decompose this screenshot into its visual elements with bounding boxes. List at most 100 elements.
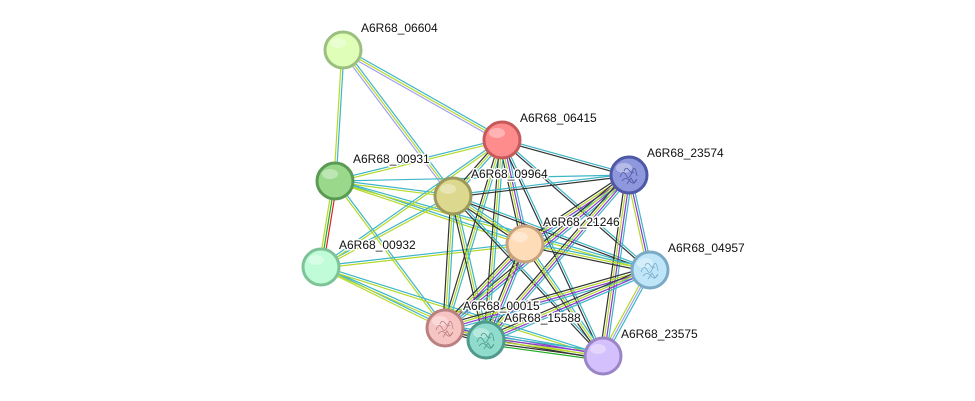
edge-line-database bbox=[526, 242, 606, 356]
edge-line-database bbox=[487, 272, 652, 344]
node-circle[interactable] bbox=[433, 176, 473, 216]
edge-line-experiments bbox=[486, 270, 651, 342]
nodes-layer: A6R68_06604A6R68_06415A6R68_00931A6R68_0… bbox=[301, 20, 747, 376]
node-A6R68_21246[interactable]: A6R68_21246 bbox=[505, 214, 622, 264]
node-A6R68_23574[interactable]: A6R68_23574 bbox=[609, 145, 726, 195]
edge-A6R68_00932-A6R68_09964 bbox=[320, 194, 454, 269]
node-A6R68_06415[interactable]: A6R68_06415 bbox=[482, 110, 599, 160]
protein-structure-icon bbox=[476, 332, 495, 350]
node-highlight bbox=[489, 128, 505, 138]
node-circle[interactable] bbox=[425, 308, 465, 348]
edge-line-database bbox=[321, 265, 604, 356]
node-circle[interactable] bbox=[609, 155, 649, 195]
node-circle[interactable] bbox=[301, 247, 341, 287]
node-A6R68_09964[interactable]: A6R68_09964 bbox=[433, 166, 550, 216]
node-circle[interactable] bbox=[323, 30, 363, 70]
node-label: A6R68_00932 bbox=[339, 238, 416, 252]
node-A6R68_06604[interactable]: A6R68_06604 bbox=[323, 20, 440, 70]
node-highlight bbox=[473, 328, 489, 338]
edge-line-database bbox=[320, 138, 502, 267]
edge-line-database bbox=[335, 179, 454, 196]
edge-line-homology bbox=[340, 50, 452, 198]
protein-structure-icon bbox=[619, 167, 638, 185]
edge-line-homology bbox=[341, 51, 502, 143]
node-circle[interactable] bbox=[583, 336, 623, 376]
edge-A6R68_21246-A6R68_04957 bbox=[524, 241, 651, 273]
edge-A6R68_04957-A6R68_00015 bbox=[443, 266, 652, 332]
edge-line-database bbox=[335, 50, 345, 182]
node-A6R68_00932[interactable]: A6R68_00932 bbox=[301, 237, 418, 287]
edge-A6R68_00931-A6R68_06415 bbox=[334, 138, 503, 183]
edge-line-database bbox=[453, 194, 605, 356]
edge-line-textmining bbox=[524, 243, 604, 357]
node-label: A6R68_06604 bbox=[361, 21, 438, 35]
edge-line-textmining bbox=[342, 49, 454, 197]
node-A6R68_04957[interactable]: A6R68_04957 bbox=[630, 240, 747, 290]
edges-layer bbox=[318, 47, 653, 361]
edge-line-coexpression bbox=[442, 241, 524, 327]
edge-line-database bbox=[334, 138, 502, 181]
edge-line-textmining bbox=[524, 243, 651, 271]
edge-line-database bbox=[343, 47, 504, 139]
edge-line-database bbox=[488, 176, 632, 343]
edge-line-coexpression bbox=[522, 171, 628, 242]
node-circle[interactable] bbox=[505, 224, 545, 264]
edge-A6R68_09964-A6R68_23574 bbox=[452, 173, 630, 198]
edge-line-textmining bbox=[335, 140, 503, 183]
protein-structure-icon bbox=[435, 320, 454, 338]
node-A6R68_00015[interactable]: A6R68_00015 bbox=[425, 298, 542, 348]
node-A6R68_00931[interactable]: A6R68_00931 bbox=[315, 151, 432, 201]
node-highlight bbox=[590, 344, 606, 354]
node-label: A6R68_00931 bbox=[353, 152, 430, 166]
edge-line-coexpression bbox=[522, 244, 602, 358]
node-circle[interactable] bbox=[630, 250, 670, 290]
edge-A6R68_04957-A6R68_15588 bbox=[484, 266, 652, 344]
node-label: A6R68_23574 bbox=[647, 146, 724, 160]
edge-line-database bbox=[452, 173, 629, 196]
node-highlight bbox=[637, 258, 653, 268]
node-A6R68_23575[interactable]: A6R68_23575 bbox=[583, 326, 700, 376]
edge-line-textmining bbox=[484, 173, 629, 340]
edge-A6R68_09964-A6R68_04957 bbox=[452, 194, 651, 272]
node-highlight bbox=[308, 255, 324, 265]
node-label: A6R68_06415 bbox=[520, 111, 597, 125]
edge-line-database bbox=[335, 179, 526, 244]
edge-line-coexpression bbox=[483, 172, 627, 339]
edge-line-database bbox=[446, 245, 528, 331]
edge-line-coexpression bbox=[500, 140, 650, 272]
edge-A6R68_06604-A6R68_09964 bbox=[340, 48, 456, 198]
edge-line-textmining bbox=[333, 181, 445, 330]
edge-A6R68_06415-A6R68_04957 bbox=[500, 138, 652, 272]
node-highlight bbox=[616, 163, 632, 173]
edge-line-database bbox=[321, 265, 446, 328]
edge-A6R68_06604-A6R68_00931 bbox=[333, 49, 345, 182]
edge-line-textmining bbox=[321, 196, 454, 269]
edge-line-neighborhood bbox=[485, 343, 603, 361]
edge-A6R68_09964-A6R68_15588 bbox=[450, 195, 489, 341]
edge-line-experiments bbox=[486, 337, 604, 355]
edge-line-coexpression bbox=[524, 245, 650, 273]
node-highlight bbox=[322, 169, 338, 179]
node-highlight bbox=[330, 38, 346, 48]
edge-A6R68_00931-A6R68_21246 bbox=[334, 179, 526, 246]
node-circle[interactable] bbox=[482, 120, 522, 160]
edge-line-coexpression bbox=[501, 140, 629, 177]
edge-A6R68_09964-A6R68_00015 bbox=[442, 195, 456, 329]
node-circle[interactable] bbox=[315, 161, 355, 201]
edge-line-textmining bbox=[444, 268, 650, 328]
edge-line-coexpression bbox=[500, 140, 603, 357]
node-label: A6R68_21246 bbox=[543, 215, 620, 229]
edge-line-database bbox=[486, 335, 604, 353]
edge-line-coexpression bbox=[450, 196, 485, 341]
edge-line-database bbox=[446, 140, 505, 329]
node-A6R68_15588[interactable]: A6R68_15588 bbox=[466, 310, 583, 360]
edge-line-textmining bbox=[334, 181, 525, 246]
edge-line-database bbox=[446, 196, 456, 329]
edge-A6R68_00931-A6R68_09964 bbox=[334, 179, 454, 198]
node-highlight bbox=[512, 232, 528, 242]
edge-line-database bbox=[335, 179, 447, 328]
edge-line-textmining bbox=[342, 49, 503, 141]
node-circle[interactable] bbox=[466, 320, 506, 360]
edge-A6R68_00932-A6R68_00015 bbox=[320, 265, 446, 330]
